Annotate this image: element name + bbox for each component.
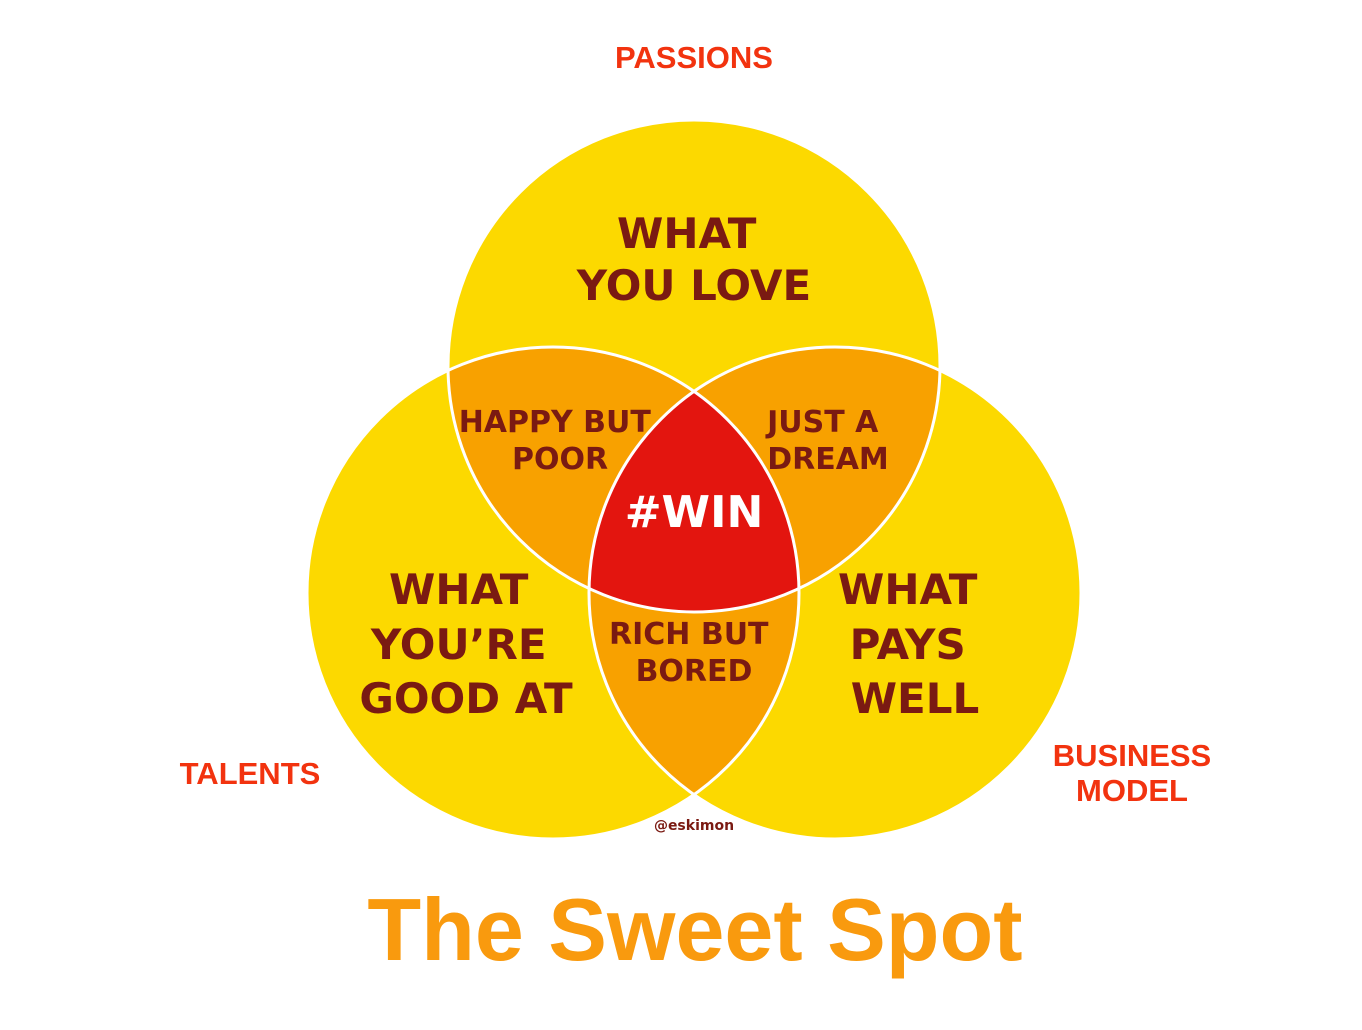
region-win: #WIN — [625, 487, 764, 538]
outline-talents — [305, 345, 801, 841]
overlap-win — [589, 347, 799, 612]
label-business-model-line-2: MODEL — [1076, 773, 1188, 808]
region-what-youre-good-at-line-1: WHAT — [389, 565, 529, 614]
region-happy-but-poor-line-2: POOR — [512, 442, 608, 477]
outline-business — [587, 345, 1083, 841]
outline-passions — [446, 118, 942, 614]
region-what-youre-good-at-line-3: GOOD AT — [359, 674, 573, 723]
label-business-model-line-1: BUSINESS — [1052, 738, 1212, 773]
credit-handle: @eskimon — [654, 818, 734, 834]
region-what-youre-good-at: WHAT YOU’RE GOOD AT — [359, 565, 573, 723]
region-rich-but-bored-line-2: BORED — [636, 654, 753, 689]
region-just-a-dream: JUST A DREAM — [765, 405, 889, 477]
label-talents: TALENTS — [179, 756, 321, 791]
region-what-pays-well-line-1: WHAT — [838, 565, 978, 614]
region-just-a-dream-line-1: JUST A — [765, 405, 879, 440]
region-what-you-love: WHAT YOU LOVE — [576, 209, 811, 310]
region-rich-but-bored-line-1: RICH BUT — [609, 617, 769, 652]
label-passions: PASSIONS — [615, 40, 773, 75]
region-what-pays-well-line-3: WELL — [851, 674, 980, 723]
region-rich-but-bored: RICH BUT BORED — [609, 617, 779, 689]
region-just-a-dream-line-2: DREAM — [767, 442, 889, 477]
region-happy-but-poor: HAPPY BUT POOR — [459, 405, 662, 477]
region-what-pays-well: WHAT PAYS WELL — [838, 565, 992, 723]
region-happy-but-poor-line-1: HAPPY BUT — [459, 405, 652, 440]
region-what-youre-good-at-line-2: YOU’RE — [370, 620, 547, 669]
label-business-model: BUSINESS MODEL — [1022, 738, 1242, 808]
slide-title: The Sweet Spot — [367, 880, 1023, 979]
region-what-you-love-line-2: YOU LOVE — [576, 261, 811, 310]
region-what-you-love-line-1: WHAT — [617, 209, 757, 258]
region-what-pays-well-line-2: PAYS — [850, 620, 966, 669]
